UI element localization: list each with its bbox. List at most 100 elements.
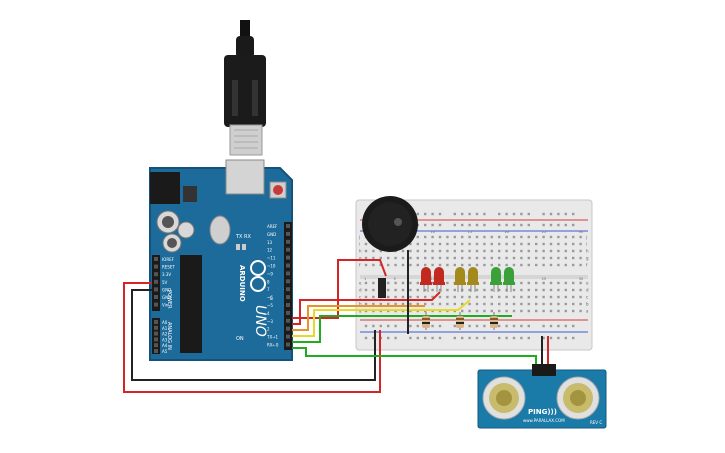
digital-pin-socket[interactable]	[286, 287, 290, 292]
analog-pin-socket[interactable]	[154, 349, 158, 353]
column-number: 25	[542, 230, 546, 234]
column-number: 20	[505, 230, 509, 234]
digital-pin-socket[interactable]	[286, 318, 290, 323]
row-letter: j	[585, 235, 587, 240]
power-pin-socket[interactable]	[154, 302, 158, 307]
usb-jack	[225, 159, 265, 195]
row-letter: b	[586, 302, 589, 307]
wire-black-gnd[interactable]	[131, 289, 376, 381]
analog-pin-socket[interactable]	[154, 337, 158, 342]
resistors[interactable]	[422, 312, 498, 330]
atmega-chip	[180, 255, 202, 353]
digital-pin-label: RX←0	[267, 343, 279, 348]
analog-pin-socket[interactable]	[154, 331, 158, 336]
digital-pin-socket[interactable]	[286, 231, 290, 236]
digital-pin-socket[interactable]	[286, 295, 290, 300]
digital-pin-label: 2	[267, 327, 270, 332]
digital-pin-socket[interactable]	[286, 342, 290, 347]
row-letter: j	[358, 235, 360, 240]
power-pin-label: 5V	[162, 280, 168, 285]
row-letter: h	[586, 249, 589, 254]
piezo-buzzer[interactable]	[362, 196, 418, 252]
row-letter: d	[586, 288, 589, 293]
wire-green-sensor[interactable]	[292, 347, 537, 372]
led-green[interactable]	[490, 267, 502, 292]
model-label: UNO	[252, 305, 268, 337]
wire-yellow-led[interactable]	[292, 299, 471, 337]
usb-cable[interactable]	[224, 20, 266, 156]
breadboard-holes[interactable]	[364, 212, 582, 340]
power-pin-label: 3.3V	[162, 272, 171, 277]
digital-pin-socket[interactable]	[286, 279, 290, 284]
analog-header[interactable]	[152, 318, 160, 354]
wire-orange-led[interactable]	[292, 305, 425, 331]
digital-pin-label: AREF	[267, 224, 278, 229]
analog-pin-socket[interactable]	[154, 343, 158, 348]
digital-pin-socket[interactable]	[286, 255, 290, 260]
digital-pin-socket[interactable]	[286, 334, 290, 339]
digital-pin-label: ~11	[267, 256, 276, 261]
sensor-name-label: PING)))	[528, 408, 557, 416]
digital-pin-socket[interactable]	[286, 326, 290, 331]
power-pin-socket[interactable]	[154, 279, 158, 284]
power-pin-socket[interactable]	[154, 295, 158, 299]
digital-pin-label: TX→1	[266, 335, 279, 340]
sensor-left-transducer	[482, 376, 526, 420]
analog-pin-socket[interactable]	[154, 325, 158, 330]
row-letter: e	[586, 281, 589, 286]
power-pin-socket[interactable]	[154, 257, 158, 261]
sensor-right-transducer	[556, 376, 600, 420]
digital-pin-socket[interactable]	[286, 271, 290, 276]
digital-pin-label: ~9	[267, 271, 273, 276]
column-number: 25	[542, 277, 546, 281]
power-pin-label: GND	[162, 287, 171, 292]
power-pin-socket[interactable]	[154, 264, 158, 269]
brand-label: ARDUINO	[238, 265, 246, 302]
digital-pin-label: GND	[267, 232, 276, 237]
power-pin-socket[interactable]	[154, 272, 158, 277]
push-button[interactable]	[378, 278, 386, 298]
led-group[interactable]	[420, 267, 515, 292]
column-number: 10	[431, 230, 435, 234]
column-number: 30	[579, 230, 583, 234]
analog-pin-label: A2	[162, 332, 168, 337]
power-pin-socket[interactable]	[154, 287, 158, 292]
row-letter: c	[586, 295, 588, 300]
power-pin-label: IOREF	[162, 257, 175, 262]
analog-pin-socket[interactable]	[154, 320, 158, 324]
resistor-3[interactable]	[490, 312, 498, 330]
led-green[interactable]	[503, 267, 515, 292]
led-red[interactable]	[433, 267, 445, 292]
analog-pin-label: A4	[162, 343, 168, 348]
digital-pin-socket[interactable]	[286, 224, 290, 228]
l-led-label: L	[270, 296, 273, 302]
power-pin-label: RESET	[162, 265, 175, 270]
digital-pin-socket[interactable]	[286, 263, 290, 268]
resistor-2[interactable]	[456, 312, 464, 330]
digital-pin-socket[interactable]	[286, 303, 290, 307]
power-header-label: POWER	[166, 290, 172, 309]
row-letter: e	[359, 281, 362, 286]
led-red[interactable]	[420, 267, 432, 292]
led-yellow[interactable]	[467, 267, 479, 292]
row-letter: c	[359, 295, 361, 300]
digital-pin-socket[interactable]	[286, 247, 290, 252]
resistor-1[interactable]	[422, 312, 430, 330]
arduino-uno-board[interactable]: TX RX L ON ARDUINO UNO DIGITAL (PWM ~) P…	[149, 159, 293, 361]
wire-red-buzzer[interactable]	[292, 259, 387, 319]
wire-green-led[interactable]	[292, 315, 512, 343]
digital-header[interactable]	[284, 222, 292, 350]
digital-pin-socket[interactable]	[286, 239, 290, 244]
wire-red-led[interactable]	[292, 291, 441, 325]
wire-red-5v[interactable]	[123, 282, 381, 393]
led-yellow[interactable]	[454, 267, 466, 292]
sensor-url-label: www.PARALLAX.COM	[523, 418, 565, 423]
row-letter: a	[586, 309, 589, 314]
digital-pin-socket[interactable]	[286, 310, 290, 315]
